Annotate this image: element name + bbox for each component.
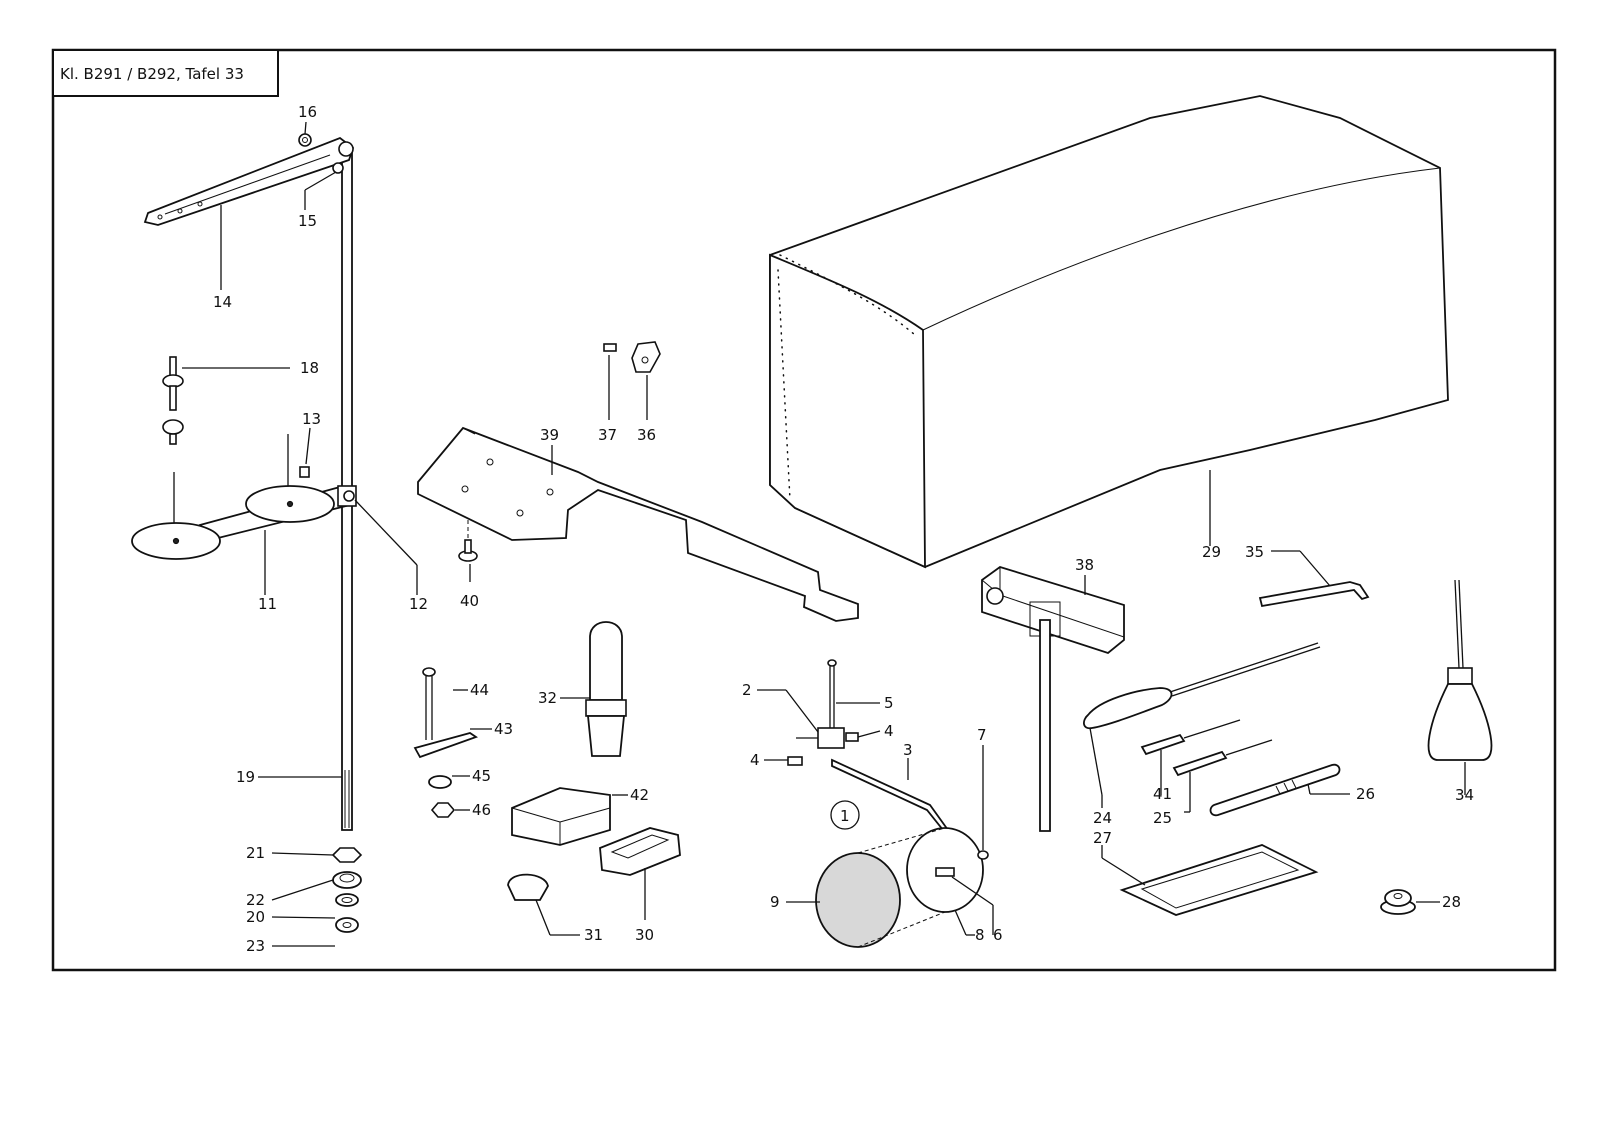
label-37: 37 — [598, 426, 617, 444]
label-46: 46 — [472, 801, 491, 819]
thread-stand-group — [131, 133, 363, 933]
label-16: 16 — [298, 103, 317, 121]
label-27: 27 — [1093, 829, 1112, 847]
label-8: 8 — [975, 926, 985, 944]
label-2: 2 — [742, 681, 752, 699]
tools-group — [981, 566, 1493, 916]
label-20: 20 — [246, 908, 265, 926]
label-14: 14 — [213, 293, 232, 311]
label-43: 43 — [494, 720, 513, 738]
label-44: 44 — [470, 681, 489, 699]
title-box: Kl. B291 / B292, Tafel 33 — [52, 49, 279, 97]
label-32: 32 — [538, 689, 557, 707]
label-18: 18 — [300, 359, 319, 377]
label-26: 26 — [1356, 785, 1375, 803]
label-19: 19 — [236, 768, 255, 786]
label-11: 11 — [258, 595, 277, 613]
label-4a: 4 — [884, 722, 894, 740]
label-5: 5 — [884, 694, 894, 712]
label-30: 30 — [635, 926, 654, 944]
label-15: 15 — [298, 212, 317, 230]
label-6: 6 — [993, 926, 1003, 944]
misc-parts-group — [413, 621, 681, 901]
label-21: 21 — [246, 844, 265, 862]
label-9: 9 — [770, 893, 780, 911]
part-number-labels: 16 15 14 18 13 11 12 19 21 22 20 23 39 3… — [213, 103, 1474, 955]
label-13: 13 — [302, 410, 321, 428]
bracket-group — [417, 341, 859, 622]
label-36: 36 — [637, 426, 656, 444]
felt-disc — [815, 852, 901, 948]
label-22: 22 — [246, 891, 265, 909]
group-marker: 1 — [840, 807, 850, 825]
leader-lines — [182, 121, 1466, 947]
machine-cover-group — [769, 95, 1449, 569]
label-42: 42 — [630, 786, 649, 804]
label-34: 34 — [1455, 786, 1474, 804]
oil-lubricator-group: 1 — [787, 659, 989, 948]
label-7: 7 — [977, 726, 987, 744]
label-39: 39 — [540, 426, 559, 444]
label-35: 35 — [1245, 543, 1264, 561]
label-23: 23 — [246, 937, 265, 955]
label-40: 40 — [460, 592, 479, 610]
label-38: 38 — [1075, 556, 1094, 574]
label-25: 25 — [1153, 809, 1172, 827]
label-24: 24 — [1093, 809, 1112, 827]
label-41: 41 — [1153, 785, 1172, 803]
label-45: 45 — [472, 767, 491, 785]
label-29: 29 — [1202, 543, 1221, 561]
label-28: 28 — [1442, 893, 1461, 911]
label-12: 12 — [409, 595, 428, 613]
label-3: 3 — [903, 741, 913, 759]
diagram-frame — [51, 48, 1557, 972]
label-4b: 4 — [750, 751, 760, 769]
diagram-title: Kl. B291 / B292, Tafel 33 — [60, 65, 244, 83]
label-31: 31 — [584, 926, 603, 944]
